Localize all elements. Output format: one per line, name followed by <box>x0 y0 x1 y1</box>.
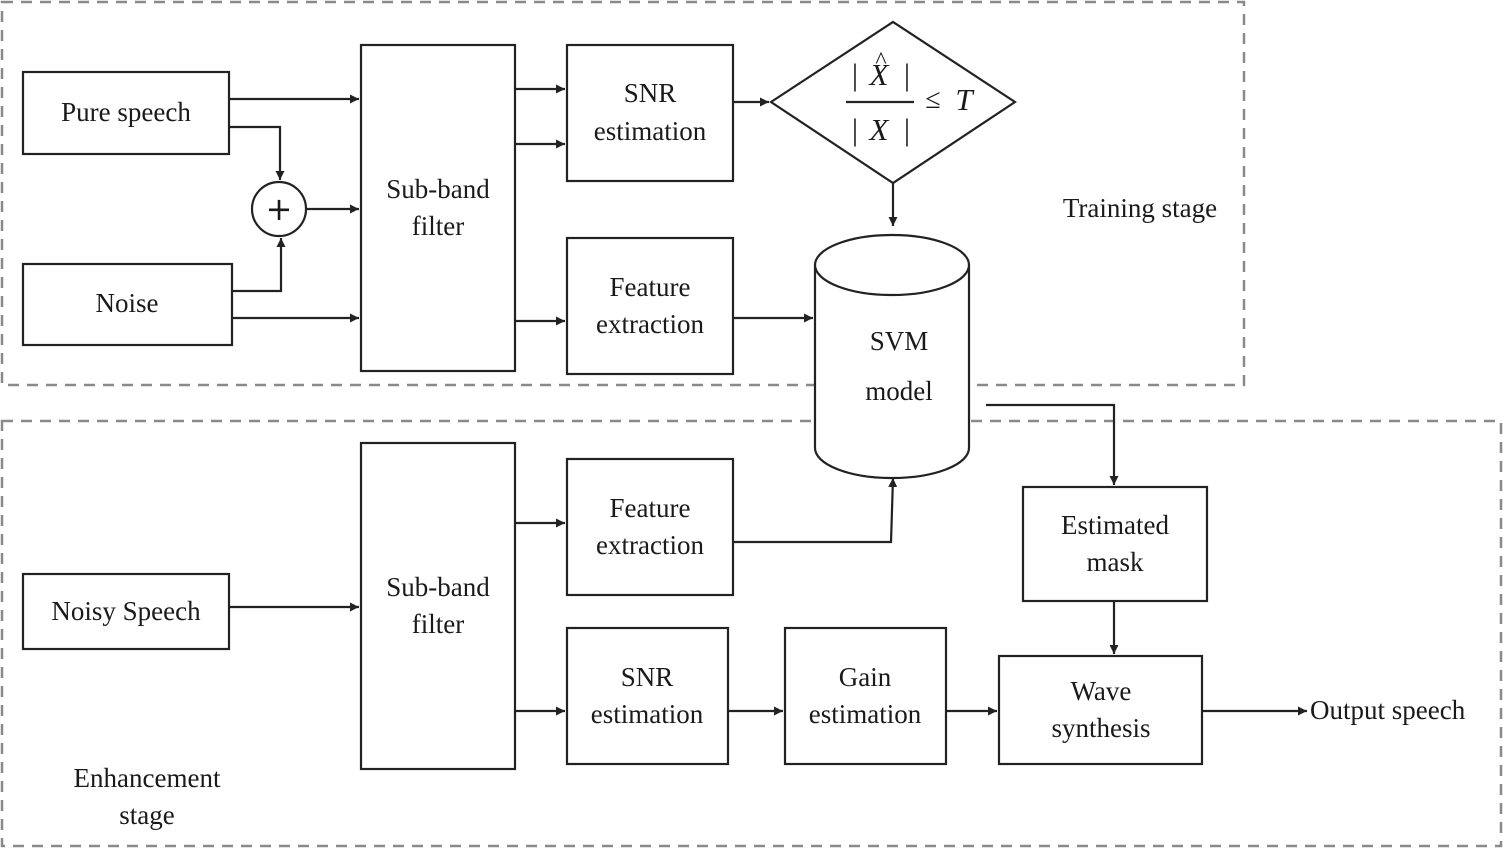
arrow-noise-to-adder <box>232 238 286 293</box>
svm-label-line1: SVM <box>870 326 929 356</box>
training-subband-filter-block <box>359 43 517 373</box>
training-snr-estimation-block <box>565 43 735 183</box>
enhancement-stage-border <box>0 419 1503 848</box>
relation-symbol: ≤ <box>925 84 940 115</box>
gain-estimation-block <box>783 626 948 766</box>
enhancement-stage-label-line2: stage <box>119 800 174 830</box>
training-stage-border <box>0 0 1246 387</box>
gain-label-line1: Gain <box>839 662 892 692</box>
training-snr-label-line1: SNR <box>624 78 677 108</box>
wave-label-line2: synthesis <box>1051 713 1150 743</box>
fraction-denominator-left-bar: | <box>852 112 858 147</box>
enhancement-feature-label-line2: extraction <box>596 530 704 560</box>
fraction-numerator-hat: ^ <box>875 48 886 74</box>
training-feature-extraction-block <box>565 236 735 376</box>
enhancement-subband-label-line1: Sub-band <box>386 572 490 602</box>
output-speech-label: Output speech <box>1310 695 1466 725</box>
training-subband-label-line2: filter <box>412 211 464 241</box>
enhancement-snr-estimation-block <box>565 626 730 766</box>
enhancement-snr-label-line2: estimation <box>591 699 704 729</box>
pure-speech-label: Pure speech <box>61 97 191 127</box>
gain-label-line2: estimation <box>809 699 922 729</box>
adder-symbol: + <box>266 190 293 228</box>
training-subband-label-line1: Sub-band <box>386 174 490 204</box>
threshold-variable: T <box>955 82 975 117</box>
mask-label-line2: mask <box>1087 547 1144 577</box>
enhancement-stage-label-line1: Enhancement <box>74 763 221 793</box>
wave-label-line1: Wave <box>1071 676 1132 706</box>
noise-label: Noise <box>96 288 159 318</box>
noisy-speech-label: Noisy Speech <box>51 596 201 626</box>
enhancement-feature-extraction-block <box>565 457 735 597</box>
wave-synthesis-block <box>997 654 1204 766</box>
fraction-numerator-left-bar: | <box>852 57 858 92</box>
training-feature-label-line2: extraction <box>596 309 704 339</box>
fraction-numerator-right-bar: | <box>904 57 910 92</box>
svm-model-cylinder <box>813 233 971 480</box>
enhancement-snr-label-line1: SNR <box>621 662 674 692</box>
mask-label-line1: Estimated <box>1061 510 1169 540</box>
enhancement-subband-label-line2: filter <box>412 609 464 639</box>
training-feature-label-line1: Feature <box>610 272 691 302</box>
estimated-mask-block <box>1021 485 1209 603</box>
enhancement-subband-filter-block <box>359 441 517 771</box>
enhancement-feature-label-line1: Feature <box>610 493 691 523</box>
noisy-speech-block <box>21 572 231 651</box>
fraction-denominator-right-bar: | <box>904 112 910 147</box>
arrow-svm-to-mask <box>986 403 1119 485</box>
pure-speech-block <box>21 70 231 156</box>
training-snr-label-line2: estimation <box>594 116 707 146</box>
noise-block <box>21 262 234 347</box>
training-stage-label: Training stage <box>1063 193 1217 223</box>
fraction-numerator-variable: X <box>868 57 890 92</box>
fraction-denominator-variable: X <box>868 112 890 147</box>
arrow-enh-feature-to-svm <box>733 477 898 544</box>
svm-label-line2: model <box>865 376 933 406</box>
arrow-pure-speech-to-adder <box>229 125 285 180</box>
